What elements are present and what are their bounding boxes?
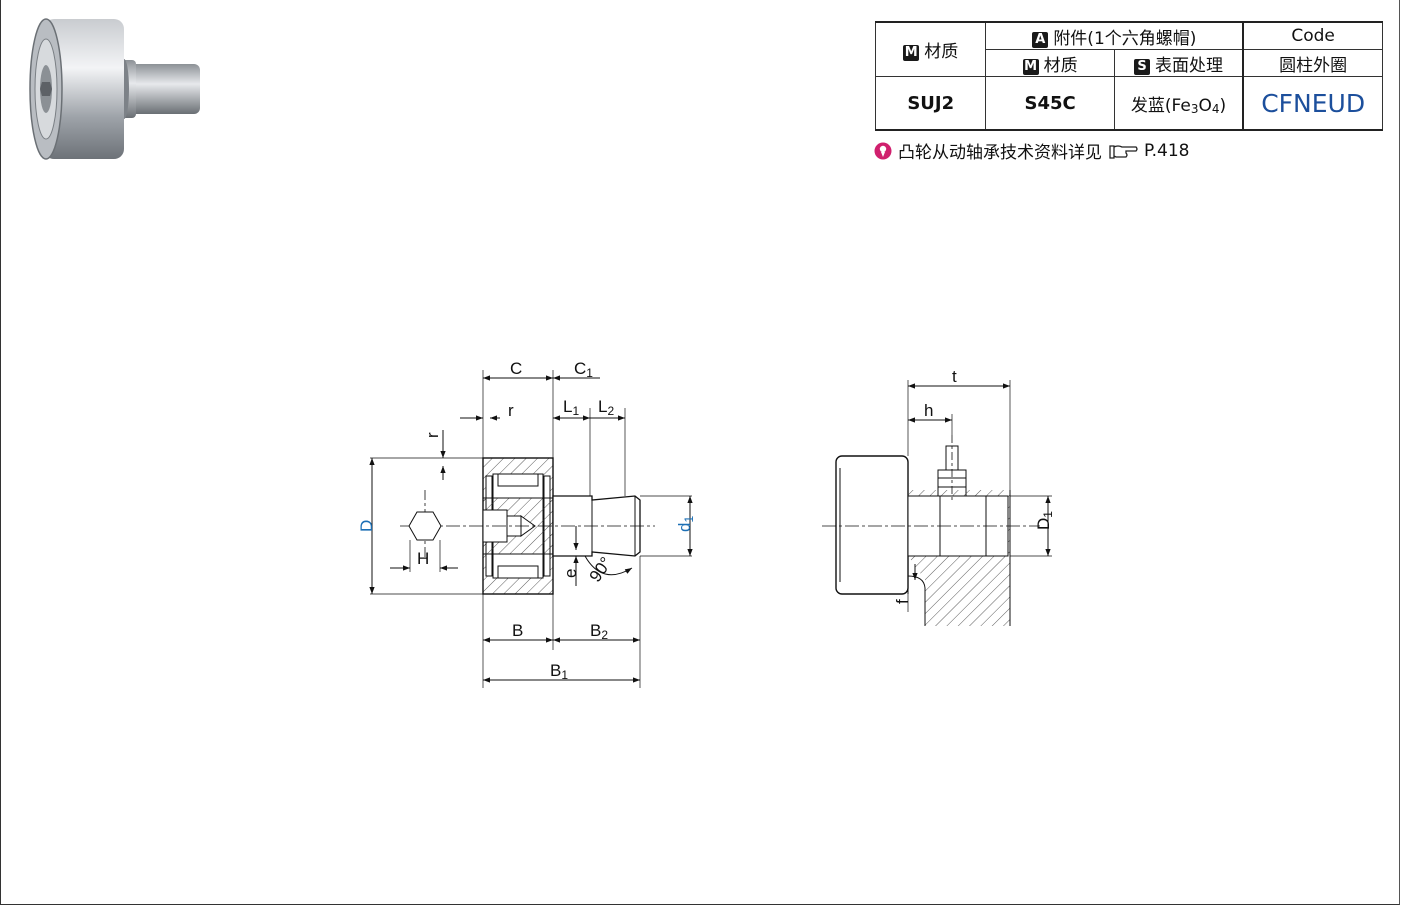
label-d1: d1	[675, 516, 696, 532]
label-l2: L2	[598, 397, 614, 418]
product-photo	[29, 18, 200, 160]
cell-code: CFNEUD	[1242, 76, 1384, 131]
note-page[interactable]: P.418	[1144, 140, 1190, 161]
subheader-code: 圆柱外圈	[1242, 49, 1384, 77]
label-b1: B1	[550, 661, 568, 682]
header-code: Code	[1242, 21, 1384, 50]
label-f: f	[893, 599, 912, 604]
label-r-side: r	[423, 432, 442, 438]
label-d: D	[357, 520, 376, 532]
cell-surface: 发蓝(Fe3O4)	[1113, 76, 1244, 131]
info-pin-icon	[874, 142, 892, 159]
cell-material: SUJ2	[874, 76, 987, 131]
technical-drawing: C C1 r L1 L2 r D H d1 e 90° B B2 B1 t h …	[357, 359, 1055, 688]
tech-note: 凸轮从动轴承技术资料详见 P.418	[874, 138, 1189, 163]
label-h: H	[417, 549, 429, 568]
label-r-top: r	[508, 401, 514, 420]
label-d1-upper: D1	[1034, 511, 1055, 530]
label-b: B	[512, 621, 523, 640]
label-c: C	[510, 359, 522, 378]
cell-att-material: S45C	[985, 76, 1115, 131]
pointing-hand-icon	[1109, 144, 1138, 159]
a-tag: A	[1032, 31, 1049, 48]
m-tag: M	[903, 45, 920, 61]
label-c1: C1	[574, 359, 593, 380]
label-h-lower: h	[924, 401, 933, 420]
label-angle: 90°	[586, 554, 616, 586]
label-b2: B2	[590, 621, 608, 642]
label-l1: L1	[563, 397, 579, 418]
note-text: 凸轮从动轴承技术资料详见	[898, 143, 1102, 163]
s-tag: S	[1134, 58, 1151, 75]
label-e: e	[561, 569, 580, 578]
label-t: t	[952, 367, 957, 386]
